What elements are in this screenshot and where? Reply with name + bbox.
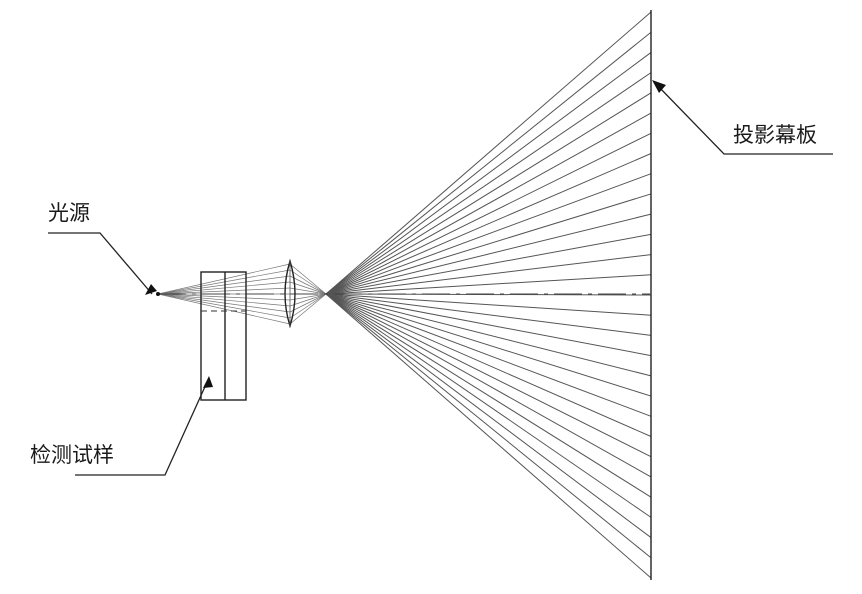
- ray-line: [325, 153, 652, 295]
- projection-rays: [325, 11, 652, 579]
- ray-line: [325, 293, 652, 498]
- ray-line: [325, 293, 652, 538]
- ray-line: [325, 293, 652, 357]
- arrowhead-icon: [145, 284, 157, 295]
- ray-line: [325, 293, 652, 336]
- ray-line: [157, 281, 291, 295]
- ray-line: [289, 293, 327, 301]
- arrowhead-icon: [652, 80, 666, 93]
- ray-line: [157, 293, 291, 325]
- ray-line: [157, 275, 291, 295]
- ray-line: [289, 281, 327, 295]
- lens-to-focus-rays: [289, 263, 327, 325]
- ray-line: [325, 293, 652, 458]
- ray-line: [325, 293, 652, 518]
- ray-line: [157, 287, 291, 295]
- screen-label: 投影幕板: [733, 123, 817, 147]
- ray-line: [325, 193, 652, 295]
- ray-line: [325, 293, 652, 417]
- ray-line: [289, 293, 327, 325]
- sample-block: [200, 271, 247, 401]
- ray-line: [157, 293, 291, 313]
- ray-line: [325, 31, 652, 295]
- light-source-leader: [48, 232, 157, 295]
- ray-line: [289, 293, 327, 307]
- ray-line: [289, 293, 327, 319]
- ray-line: [325, 293, 652, 316]
- ray-line: [325, 293, 652, 579]
- ray-line: [325, 11, 652, 295]
- ray-line: [157, 293, 291, 301]
- sample-leader: [75, 376, 213, 476]
- ray-line: [325, 233, 652, 295]
- ray-line: [325, 274, 652, 295]
- ray-line: [325, 92, 652, 295]
- lens: [284, 258, 296, 329]
- ray-line: [325, 213, 652, 295]
- ray-line: [325, 293, 652, 437]
- ray-line: [325, 293, 652, 397]
- ray-line: [325, 254, 652, 295]
- ray-line: [325, 293, 652, 478]
- screen-leader: [652, 80, 833, 155]
- light-source-point: [156, 292, 160, 296]
- ray-line: [325, 132, 652, 295]
- ray-line: [325, 293, 652, 377]
- ray-line: [289, 263, 327, 295]
- sample-label: 检测试样: [30, 443, 114, 467]
- ray-line: [289, 287, 327, 295]
- ray-line: [289, 275, 327, 295]
- ray-line: [325, 293, 652, 559]
- ray-line: [325, 112, 652, 295]
- ray-line: [289, 269, 327, 295]
- ray-line: [157, 293, 291, 319]
- ray-line: [157, 293, 291, 307]
- ray-line: [325, 173, 652, 295]
- light-source-label: 光源: [48, 201, 90, 225]
- ray-line: [325, 52, 652, 295]
- ray-line: [157, 263, 291, 295]
- ray-line: [289, 293, 327, 313]
- ray-line: [157, 269, 291, 295]
- ray-line: [325, 72, 652, 295]
- arrowhead-icon: [203, 376, 213, 388]
